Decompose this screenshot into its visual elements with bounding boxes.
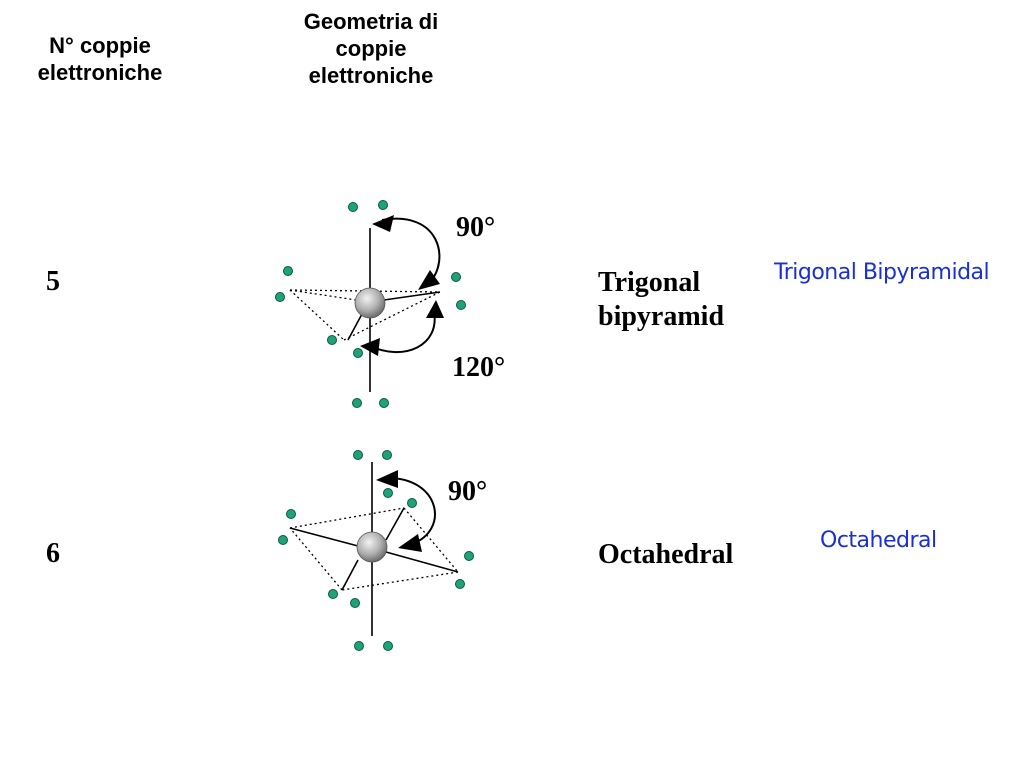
geometry-name-octahedral: Octahedral: [598, 539, 734, 570]
geometry-header-line-2: coppie: [335, 36, 407, 61]
geometry-name-line-1: Trigonal: [598, 267, 701, 298]
arrowhead: [426, 300, 444, 318]
geometry-header-line-1: Geometria di: [303, 9, 439, 34]
pairs-header-line-1: N° coppie: [49, 33, 151, 58]
alt-label-trigonal-bipyramidal: Trigonal Bipyramidal: [774, 260, 990, 285]
pairs-column-header: N° coppie elettroniche: [10, 32, 190, 86]
alt-label-octahedral: Octahedral: [820, 528, 937, 553]
tbp-bonds: [347, 228, 441, 392]
trigonal-bipyramid-diagram: [275, 200, 466, 408]
oct-dashed-edges: [289, 507, 459, 591]
oct-central-atom: [356, 531, 388, 563]
angle-label-90-tbp: 90°: [456, 212, 496, 243]
tbp-electron-pairs: [275, 200, 466, 408]
octahedral-diagram: [278, 450, 474, 651]
oct-electron-pairs: [278, 450, 474, 651]
geometry-name-trigonal-bipyramid: Trigonal bipyramid: [598, 266, 724, 334]
arrowhead: [398, 534, 422, 552]
geometry-name-line-2: bipyramid: [598, 301, 725, 332]
arrowhead: [418, 270, 440, 290]
pair-count-6: 6: [46, 538, 60, 569]
oct-bonds: [289, 462, 459, 636]
tbp-angle-arcs: [369, 217, 441, 354]
angle-label-90-oct: 90°: [448, 476, 488, 507]
oct-arrowheads: [376, 470, 422, 552]
geometry-column-header: Geometria di coppie elettroniche: [276, 8, 466, 89]
angle-label-120-tbp: 120°: [452, 352, 506, 383]
tbp-arrowheads: [360, 215, 444, 356]
geometry-header-line-3: elettroniche: [308, 63, 434, 88]
arrowhead: [372, 215, 394, 232]
tbp-central-atom: [354, 287, 386, 319]
arrowhead: [360, 338, 380, 356]
oct-angle-arc: [387, 477, 436, 545]
pairs-header-line-2: elettroniche: [37, 60, 163, 85]
pair-count-5: 5: [46, 266, 60, 297]
arrowhead: [376, 470, 398, 488]
